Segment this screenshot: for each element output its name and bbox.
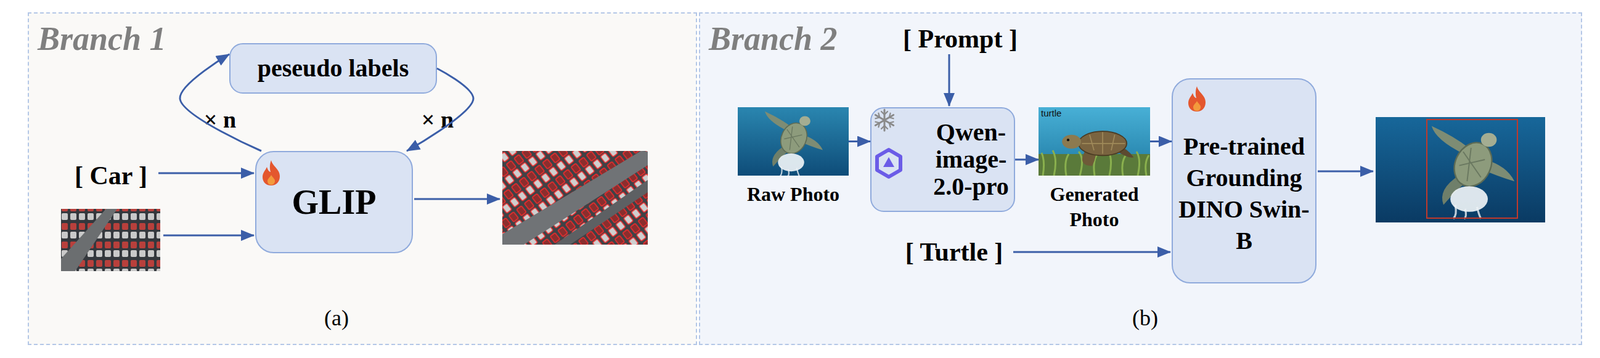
water: [1375, 117, 1546, 223]
panel-title: Branch 1: [37, 22, 167, 56]
road: [554, 179, 648, 245]
flame-core: [1193, 101, 1201, 111]
flame-core: [267, 175, 275, 185]
parking-lot: [502, 151, 648, 245]
photo-caption: Generated Photo: [1042, 181, 1147, 233]
aerial-photo-detected: [502, 151, 648, 245]
frozen-icon: [875, 109, 894, 131]
edge-label: × n: [204, 107, 237, 132]
edge-layer: [179, 54, 1172, 160]
fire-icon: [262, 160, 280, 186]
prompt-label: [ Turtle ]: [905, 239, 1004, 266]
road: [61, 208, 118, 272]
input-arrow: [1013, 251, 1171, 254]
loop-arrow: [179, 54, 262, 152]
bounding-box: [1426, 119, 1518, 219]
photo-tag: turtle: [1040, 108, 1062, 118]
turtle: [1431, 126, 1515, 219]
flame: [262, 160, 280, 186]
model-name: Pre-trained Grounding DINO Swin-B: [1177, 130, 1311, 257]
generated-photo: [1038, 107, 1151, 176]
panel-fill: [27, 12, 698, 346]
detection-photo: [1375, 117, 1546, 223]
prompt-label: [ Prompt ]: [902, 25, 1018, 52]
flow-arrow: [1150, 140, 1172, 143]
input-arrow: [948, 54, 951, 107]
parking-lot: [61, 208, 161, 272]
input-arrows: [158, 54, 1374, 253]
snowflake-arms: [875, 109, 894, 131]
logo-hexagon: [877, 149, 901, 177]
photo-frame: turtleGenerated Photo: [1038, 107, 1151, 176]
flow-arrow: [848, 140, 871, 143]
water: [1038, 107, 1151, 176]
box-label: peseudo labels: [257, 54, 410, 82]
turtle: [764, 111, 823, 176]
model-box: Pre-trained Grounding DINO Swin-B: [1171, 78, 1317, 284]
model-name: Qwen- image- 2.0-pro: [929, 118, 1013, 201]
water: [737, 107, 849, 176]
process-box: peseudo labels: [229, 43, 437, 94]
photo-caption: Raw Photo: [746, 181, 840, 208]
snowflake-branches: [875, 111, 894, 129]
turtle: [1061, 131, 1134, 166]
edge-label: × n: [421, 107, 454, 132]
fire-icon: [1188, 86, 1206, 112]
model-box: Qwen- image- 2.0-pro: [870, 107, 1016, 213]
photo-frame: Raw Photo: [737, 107, 849, 176]
flame: [1188, 86, 1206, 112]
model-name: GLIP: [292, 184, 377, 220]
prompt-label: [ Car ]: [74, 162, 148, 189]
flow-arrow: [1015, 159, 1039, 161]
branch-panel: Branch 2 Raw Photo Qwen- image- 2.0-pro tur…: [698, 12, 1583, 346]
panel-fill: [698, 12, 1583, 346]
input-arrow: [158, 172, 254, 175]
road: [502, 151, 648, 245]
output-arrow: [1317, 170, 1374, 173]
subfigure-label: (b): [1132, 306, 1159, 330]
subfigure-label: (a): [324, 306, 349, 330]
logo-core: [883, 157, 895, 168]
model-box: GLIP: [255, 151, 413, 254]
panel-title: Branch 2: [708, 22, 838, 56]
input-arrow: [163, 234, 254, 237]
raw-photo: [737, 107, 849, 176]
output-arrow: [414, 198, 500, 201]
qwen-logo: [877, 149, 901, 177]
loop-arrow: [406, 68, 474, 152]
aerial-photo: [61, 208, 161, 272]
